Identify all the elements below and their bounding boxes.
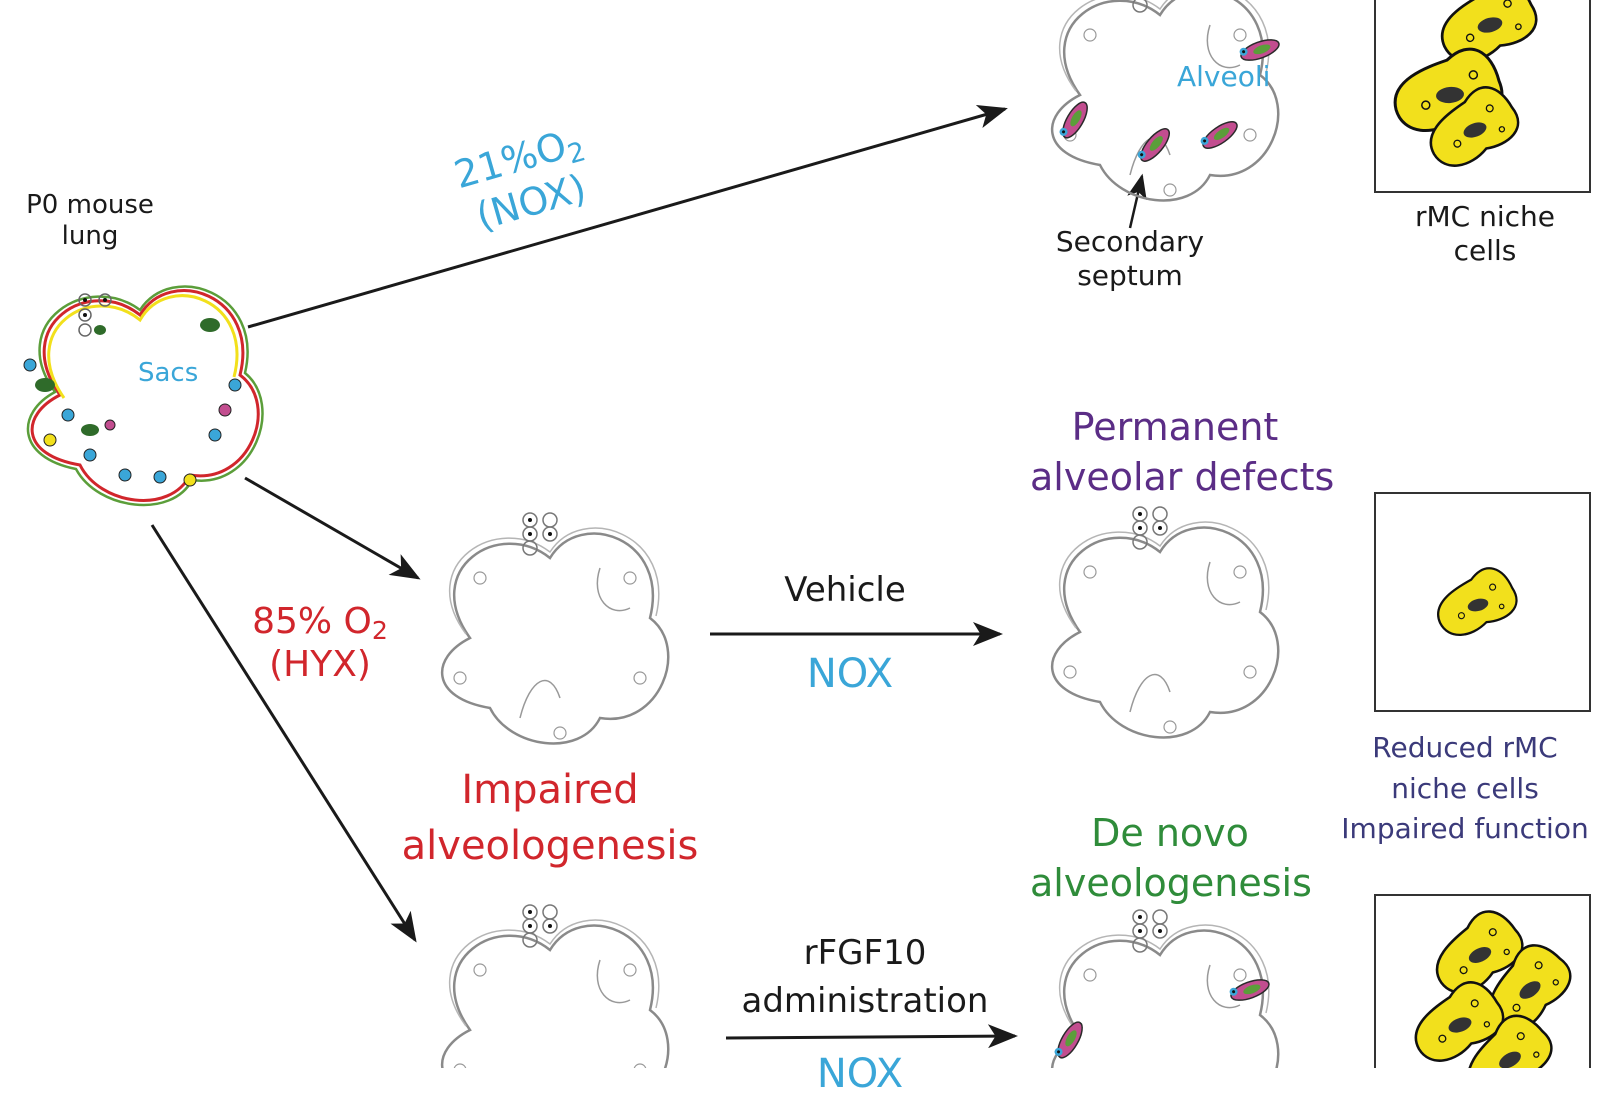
impaired-outcome-label: Impaired alveologenesis <box>401 767 699 869</box>
secondary-septum-label: Secondary septum <box>1055 225 1205 292</box>
niche-normal-label: rMC niche cells <box>1414 200 1555 267</box>
vehicle-nox-label: NOX <box>806 651 894 697</box>
niche-cell-reduced-1 <box>1428 561 1524 642</box>
arrow-to-impaired <box>244 476 421 580</box>
rfgf10-nox-label: NOX <box>816 1051 904 1097</box>
hyx-condition-label: 85% O2 (HYX) <box>252 601 388 686</box>
rfgf10-treatment-label: rFGF10 administration <box>741 933 989 1021</box>
defect-lung-illustration <box>1050 505 1280 739</box>
permanent-defects-label: Permanent alveolar defects <box>1030 405 1335 500</box>
niche-reduced-label: Reduced rMC niche cells Impaired functio… <box>1341 731 1589 846</box>
de-novo-lung-illustration <box>1050 908 1280 1068</box>
niche-box-normal <box>1374 0 1591 193</box>
arrow-nox-to-alveoli <box>247 104 1008 329</box>
p0-lung-title: P0 mouse lung <box>26 190 154 252</box>
impaired-lung-illustration <box>440 511 670 745</box>
vehicle-treatment-label: Vehicle <box>784 570 906 610</box>
niche-box-restored <box>1374 894 1591 1068</box>
alveoli-lung-illustration <box>1050 0 1283 202</box>
arrow-hyx-down <box>150 524 417 943</box>
arrow-secondary-septum <box>1127 173 1147 229</box>
de-novo-label: De novo alveologenesis <box>1030 811 1312 906</box>
arrow-rfgf10 <box>725 1024 1018 1049</box>
p0-lung-illustration <box>23 285 264 507</box>
diagram-canvas <box>23 0 1591 1068</box>
alveoli-label: Alveoli <box>1177 60 1271 93</box>
sacs-label: Sacs <box>138 358 199 388</box>
niche-box-reduced <box>1374 492 1591 712</box>
hyx-lung-illustration-bottom <box>440 903 670 1068</box>
